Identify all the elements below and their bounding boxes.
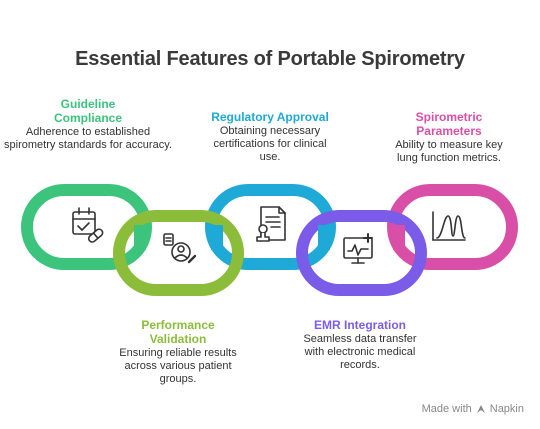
page-title: Essential Features of Portable Spirometr…: [75, 48, 465, 70]
certificate-stamp-icon: [256, 206, 286, 242]
chain-link-performance-validation: [113, 210, 244, 296]
feature-heading: Guideline Compliance: [53, 97, 122, 125]
feature-description: Adherence to established spirometry stan…: [4, 126, 172, 151]
lung-curve-icon: [432, 211, 466, 241]
label-guideline-compliance: Guideline Compliance Adherence to establ…: [3, 97, 173, 152]
feature-description: Seamless data transfer with electronic m…: [303, 333, 417, 371]
label-performance-validation: Performance Validation Ensuring reliable…: [93, 318, 263, 386]
feature-heading: EMR Integration: [314, 318, 406, 332]
calendar-pill-icon: [72, 207, 104, 243]
feature-description: Ability to measure key lung function met…: [395, 139, 503, 164]
feature-heading: Spirometric Parameters: [415, 110, 483, 138]
napkin-logo-icon: [476, 405, 485, 413]
feature-heading: Regulatory Approval: [211, 110, 329, 124]
medical-monitor-icon: [343, 233, 373, 264]
napkin-brand-text: Napkin: [489, 403, 524, 415]
feature-description: Ensuring reliable results across various…: [119, 347, 237, 385]
feature-description: Obtaining necessary certifications for c…: [213, 125, 327, 163]
label-emr-integration: EMR Integration Seamless data transfer w…: [275, 318, 445, 372]
chain-link-emr-integration: [296, 210, 427, 296]
label-regulatory-approval: Regulatory Approval Obtaining necessary …: [185, 110, 355, 164]
feature-heading: Performance Validation: [141, 318, 215, 346]
footer-brand: Made with Napkin: [422, 403, 524, 415]
made-with-text: Made with: [421, 403, 472, 415]
patient-validation-icon: [163, 233, 197, 264]
label-spirometric-parameters: Spirometric Parameters Ability to measur…: [364, 110, 534, 165]
